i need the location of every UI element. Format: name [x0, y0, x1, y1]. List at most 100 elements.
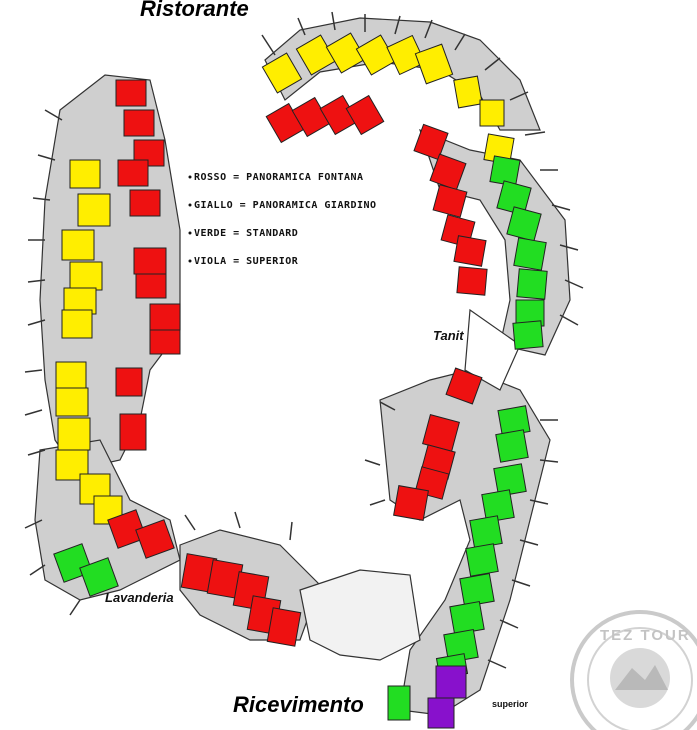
legend-item-viola: VIOLA = SUPERIOR: [194, 256, 299, 267]
room-giallo: [479, 99, 505, 127]
room-verde: [387, 685, 411, 721]
room-verde: [489, 155, 521, 187]
balcony-tick: [184, 514, 196, 531]
room-verde: [495, 429, 529, 463]
room-giallo: [386, 34, 426, 76]
balcony-tick: [369, 499, 386, 506]
label-lavanderia: Lavanderia: [105, 590, 174, 605]
balcony-tick: [524, 131, 546, 136]
room-rosso: [432, 184, 468, 218]
legend-bullet: [188, 231, 192, 235]
room-rosso: [266, 607, 302, 647]
room-rosso: [133, 139, 165, 167]
room-rosso: [115, 79, 147, 107]
balcony-tick: [364, 459, 381, 466]
balcony-tick: [234, 511, 241, 529]
legend-bullet: [188, 203, 192, 207]
room-rosso: [456, 266, 488, 296]
room-verde: [513, 237, 547, 271]
room-verde: [469, 515, 503, 549]
room-rosso: [345, 94, 385, 136]
label-tanit: Tanit: [433, 328, 464, 343]
balcony-tick: [69, 599, 81, 616]
room-rosso: [129, 189, 161, 217]
corridor-link: [464, 308, 521, 391]
room-giallo: [69, 159, 101, 189]
balcony-tick: [511, 579, 531, 587]
room-verde: [493, 463, 527, 497]
room-rosso: [115, 367, 143, 397]
balcony-tick: [32, 197, 51, 201]
balcony-tick: [27, 279, 46, 283]
room-verde: [496, 180, 532, 216]
tez-tour-watermark-logo: TEZ TOUR: [570, 610, 697, 730]
label-ristorante: Ristorante: [140, 0, 249, 21]
balcony-tick: [559, 244, 579, 251]
balcony-tick: [261, 34, 276, 56]
balcony-tick: [29, 564, 46, 576]
room-giallo: [325, 32, 367, 74]
room-rosso: [393, 485, 429, 521]
balcony-ticks: [24, 11, 584, 669]
room-rosso: [135, 273, 167, 299]
balcony-tick: [529, 499, 549, 505]
room-giallo: [453, 75, 483, 109]
balcony-tick: [424, 19, 433, 39]
room-rosso: [149, 303, 181, 331]
room-viola: [427, 697, 455, 729]
balcony-tick: [454, 33, 466, 51]
mountain-icon: [615, 665, 668, 690]
balcony-tick: [559, 314, 579, 326]
label-ricevimento: Ricevimento: [233, 692, 364, 717]
room-verde: [516, 268, 548, 300]
room-rosso: [429, 153, 467, 191]
balcony-tick: [44, 109, 63, 121]
legend-item-rosso: ROSSO = PANORAMICA FONTANA: [194, 172, 364, 183]
label-superior: superior: [492, 699, 529, 709]
watermark-text: TEZ TOUR: [600, 627, 691, 644]
legend-bullet: [188, 175, 192, 179]
room-verde: [481, 489, 515, 523]
room-verde: [512, 320, 544, 350]
balcony-tick: [24, 369, 43, 373]
balcony-tick: [499, 619, 519, 629]
balcony-tick: [24, 519, 43, 529]
room-giallo: [57, 417, 91, 451]
balcony-tick: [24, 409, 43, 416]
room-verde: [506, 206, 542, 242]
room-giallo: [61, 229, 95, 261]
balcony-tick: [331, 11, 336, 31]
room-verde: [465, 543, 499, 577]
balcony-tick: [509, 91, 529, 101]
room-rosso: [117, 159, 149, 187]
room-verde: [79, 557, 119, 597]
balcony-tick: [379, 401, 396, 411]
room-rosso: [133, 247, 167, 275]
room-giallo: [55, 361, 87, 389]
balcony-tick: [551, 204, 571, 211]
balcony-tick: [564, 279, 584, 289]
balcony-tick: [27, 319, 46, 326]
legend-bullet: [188, 259, 192, 263]
balcony-tick: [37, 154, 56, 161]
balcony-tick: [394, 15, 401, 35]
balcony-tick: [487, 659, 507, 669]
room-rosso: [119, 413, 147, 451]
balcony-tick: [27, 449, 46, 456]
room-giallo: [77, 193, 111, 227]
room-rosso: [413, 123, 449, 161]
legend-item-verde: VERDE = STANDARD: [194, 228, 298, 239]
balcony-tick: [484, 57, 501, 71]
room-verde: [449, 601, 485, 635]
balcony-tick: [539, 459, 559, 463]
lobby-area: [299, 569, 421, 661]
room-giallo: [414, 43, 454, 85]
balcony-tick: [289, 521, 293, 541]
room-viola: [435, 665, 467, 699]
room-giallo: [69, 261, 103, 291]
room-verde: [459, 573, 495, 607]
room-rosso: [135, 519, 175, 559]
room-rosso: [445, 367, 483, 405]
balcony-tick: [297, 17, 306, 36]
